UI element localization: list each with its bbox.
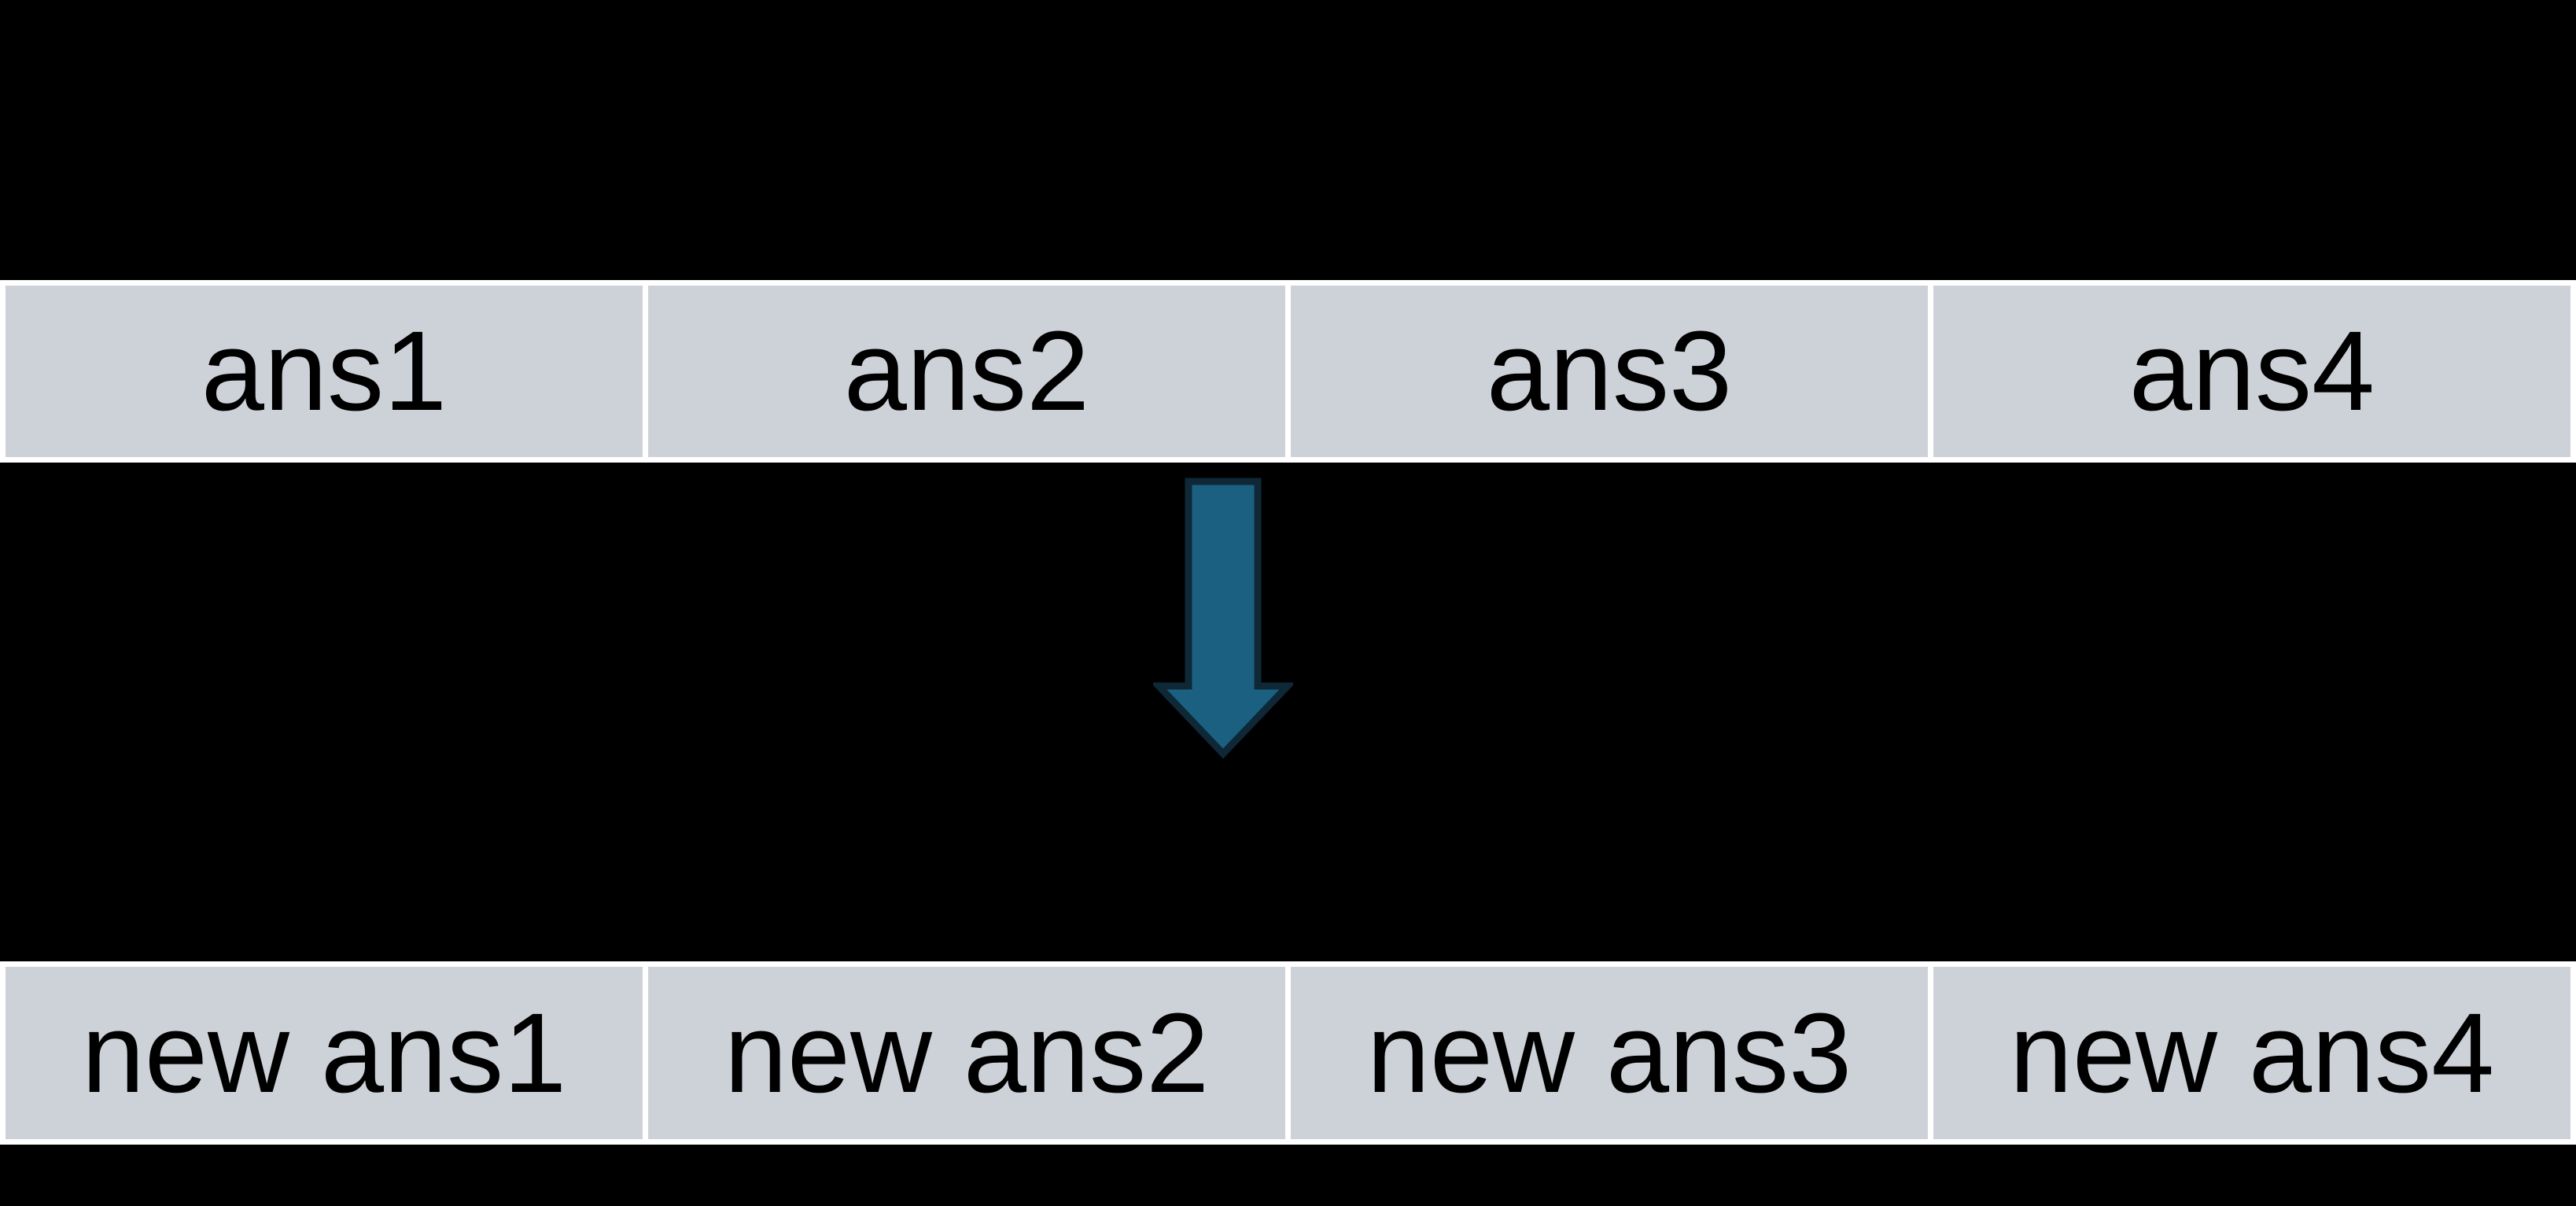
table-cell: new ans4 (1933, 967, 2570, 1139)
table-cell: ans3 (1291, 286, 1928, 457)
table-cell: ans4 (1933, 286, 2570, 457)
table-cell: new ans1 (6, 967, 643, 1139)
table-cell: ans2 (648, 286, 1285, 457)
down-arrow-icon (1153, 478, 1293, 759)
table-cell: new ans2 (648, 967, 1285, 1139)
answers-table-new: new ans1 new ans2 new ans3 new ans4 (0, 961, 2576, 1145)
answers-table-original: ans1 ans2 ans3 ans4 (0, 280, 2576, 463)
table-cell: ans1 (6, 286, 643, 457)
down-arrow-shape (1153, 478, 1293, 759)
table-cell: new ans3 (1291, 967, 1928, 1139)
